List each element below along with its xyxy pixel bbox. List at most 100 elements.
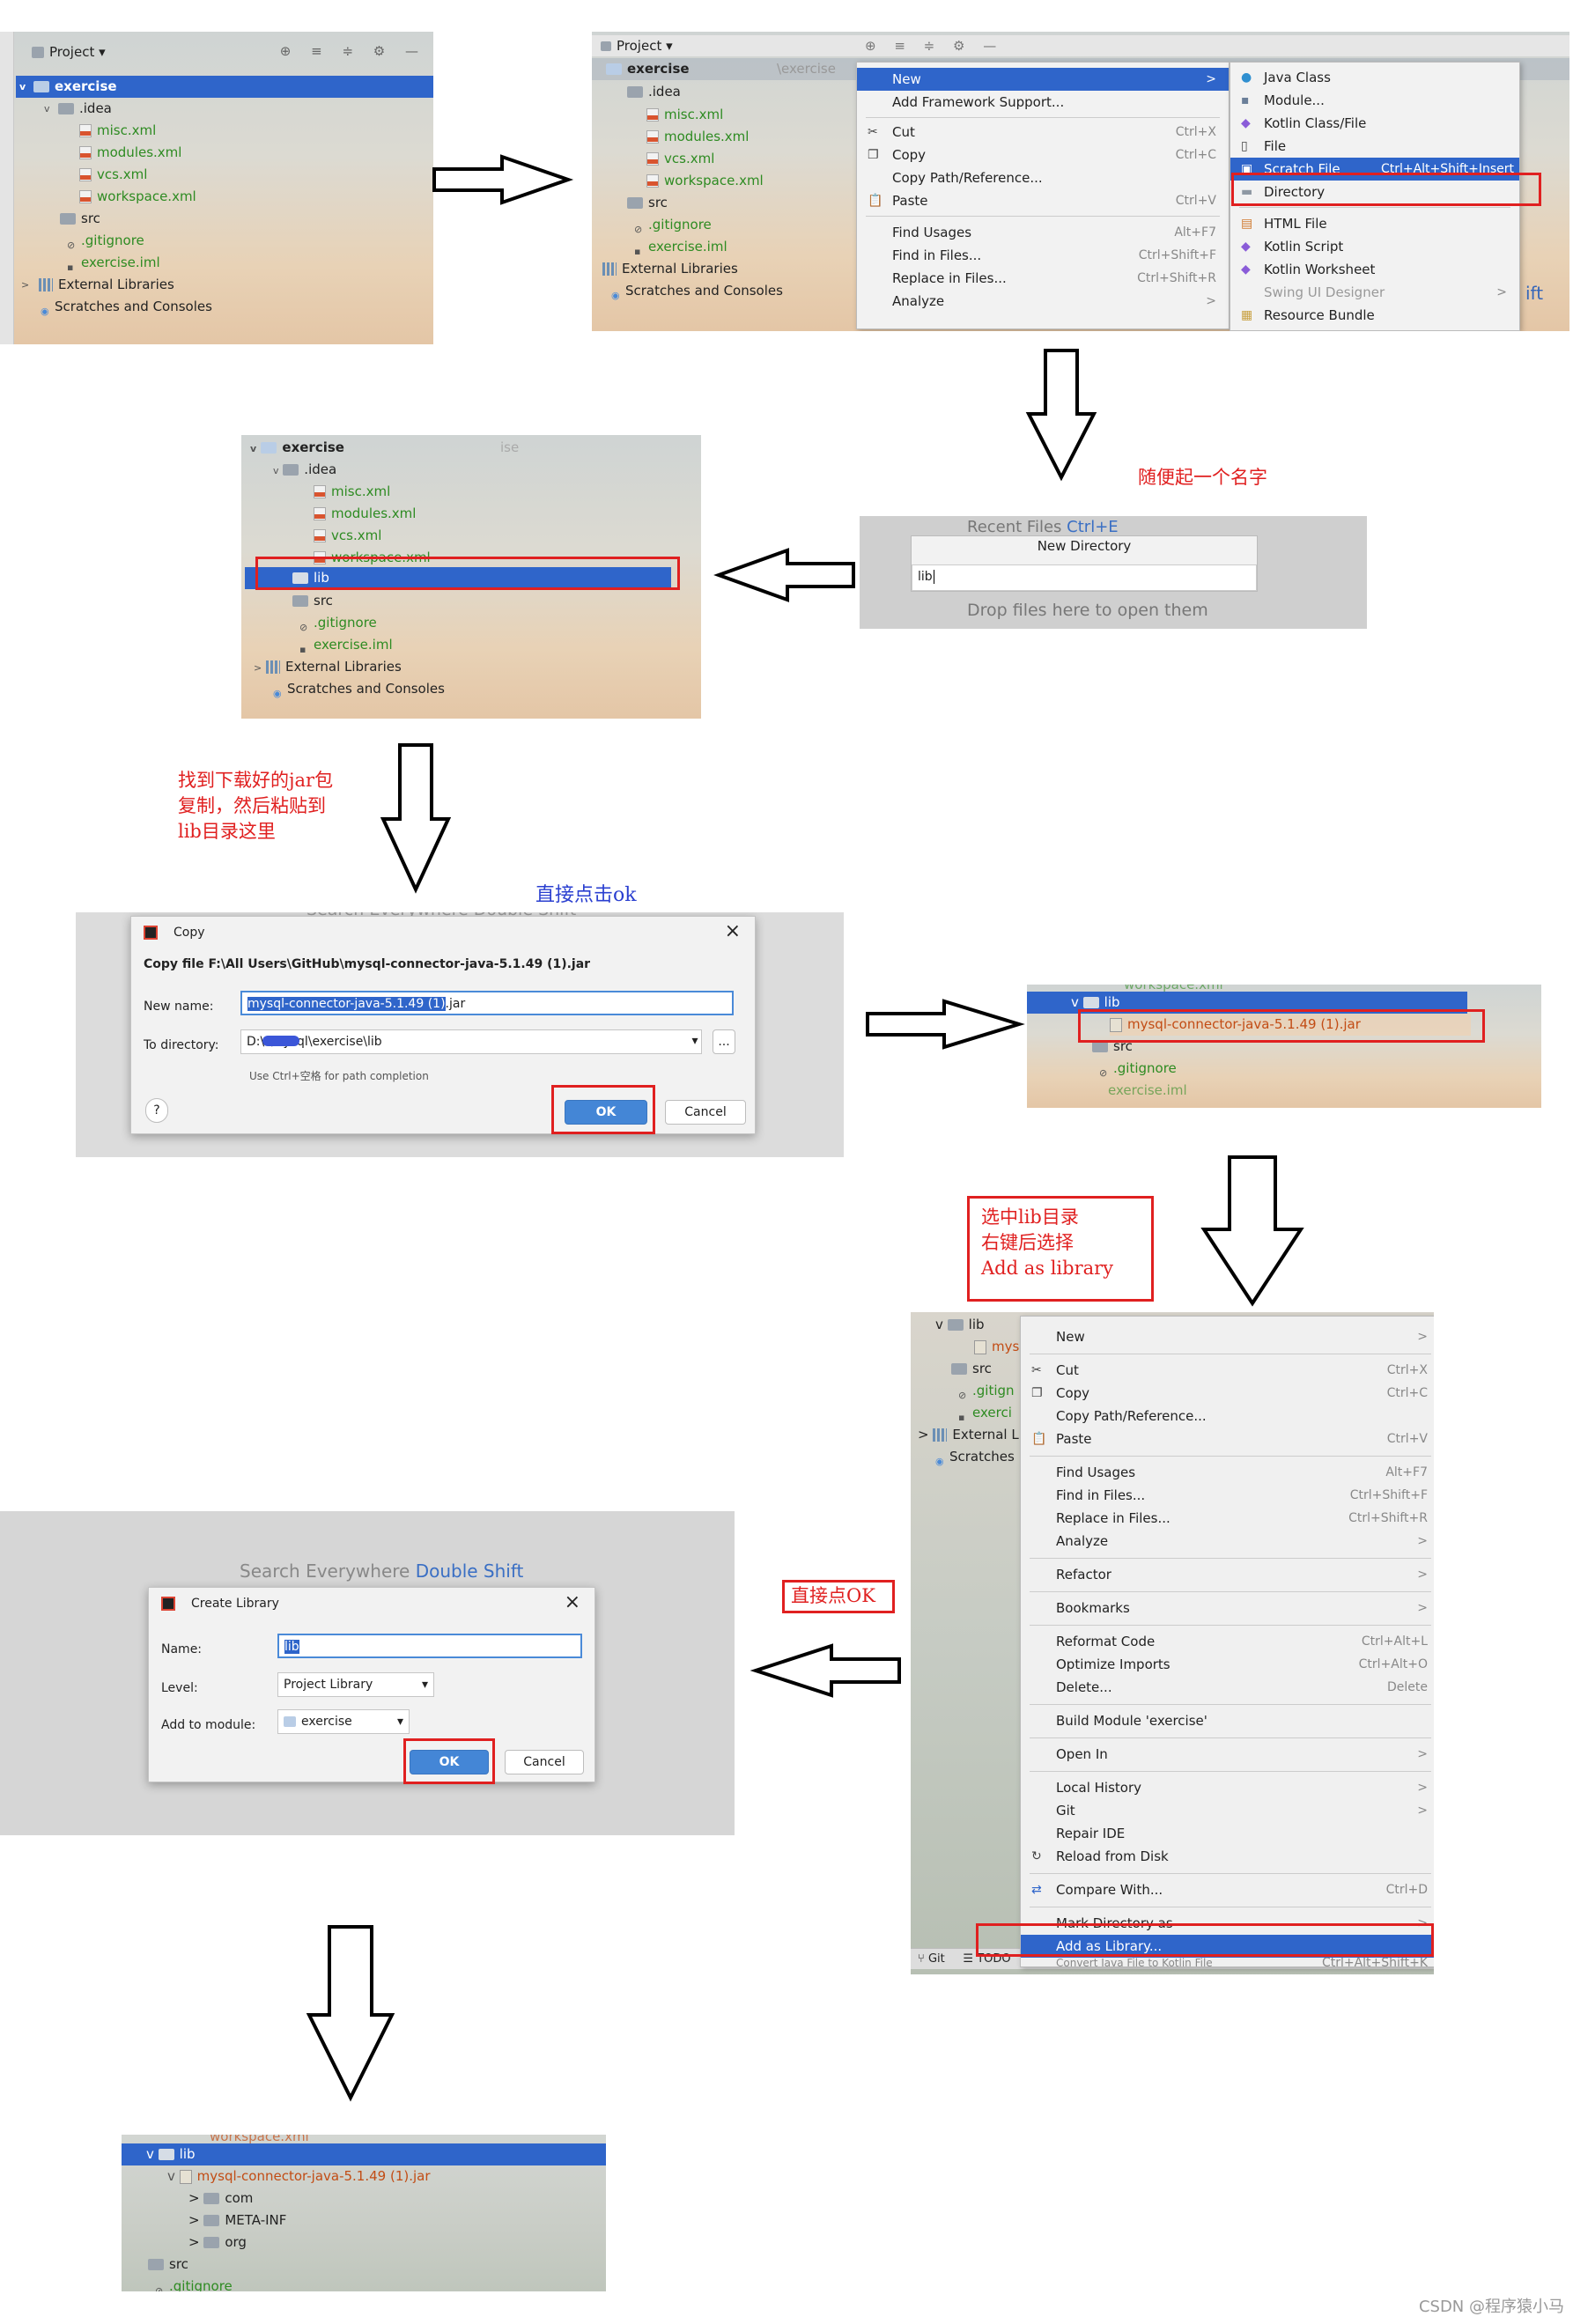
tree-item-vcs-xml[interactable]: vcs.xml <box>79 164 433 186</box>
tree-item-workspace-xml[interactable]: workspace.xml <box>79 186 433 208</box>
tree-item-gitignore[interactable]: ⊘.gitignore <box>299 612 701 634</box>
menu-item-add-framework[interactable]: Add Framework Support... <box>857 91 1229 114</box>
submenu-java-class[interactable]: ●Java Class <box>1230 66 1519 89</box>
tree-item-misc-xml[interactable]: misc.xml <box>79 120 433 142</box>
submenu-kotlin-script[interactable]: ◆Kotlin Script <box>1230 235 1519 258</box>
tree-item-lib[interactable]: v lib <box>935 1314 1434 1336</box>
tree-item-vcs-xml[interactable]: vcs.xml <box>646 148 1569 170</box>
menu-item-refactor[interactable]: Refactor> <box>1021 1563 1434 1586</box>
menu-item-open-in[interactable]: Open In> <box>1021 1743 1434 1766</box>
menu-item-new[interactable]: New> <box>857 68 1229 91</box>
module-select[interactable]: exercise▾ <box>277 1709 410 1734</box>
project-title[interactable]: Project <box>49 44 95 60</box>
tree-item-src[interactable]: src <box>627 192 1569 214</box>
menu-item-reload-from-disk[interactable]: ↻Reload from Disk <box>1021 1845 1434 1868</box>
expand-icon[interactable]: > <box>188 2190 204 2206</box>
chevron-down-icon[interactable]: ▾ <box>99 44 106 60</box>
tree-item-gitignore[interactable]: ⊘.gitignore <box>1099 1058 1541 1080</box>
tree-item-external-libraries[interactable]: > External Libraries <box>254 656 701 678</box>
expand-icon[interactable]: v <box>167 2168 180 2184</box>
tree-item-modules-xml[interactable]: modules.xml <box>314 503 701 525</box>
tree-item-lib[interactable]: lib <box>245 567 671 589</box>
cancel-button[interactable]: Cancel <box>505 1750 584 1774</box>
new-name-input[interactable]: mysql-connector-java-5.1.49 (1).jar <box>240 991 734 1015</box>
help-button[interactable]: ? <box>145 1098 168 1123</box>
tree-item-src[interactable]: src <box>951 1358 1434 1380</box>
tree-item-misc-xml[interactable]: misc.xml <box>646 104 1569 126</box>
menu-item-bookmarks[interactable]: Bookmarks> <box>1021 1597 1434 1619</box>
submenu-kotlin-worksheet[interactable]: ◆Kotlin Worksheet <box>1230 258 1519 281</box>
tree-item-misc-xml[interactable]: misc.xml <box>314 481 701 503</box>
tree-item-workspace-xml[interactable]: workspace.xml <box>646 170 1569 192</box>
tree-item-src[interactable]: src <box>292 590 701 612</box>
submenu-html-file[interactable]: ▤HTML File <box>1230 212 1519 235</box>
tree-item-scratches[interactable]: ◉Scratches and Consoles <box>611 280 1569 302</box>
menu-item-find-in-files[interactable]: Find in Files...Ctrl+Shift+F <box>857 244 1229 267</box>
menu-item-replace-in-files[interactable]: Replace in Files...Ctrl+Shift+R <box>1021 1507 1434 1530</box>
tree-item-jar[interactable]: v mysql-connector-java-5.1.49 (1).jar <box>167 2165 606 2188</box>
library-name-input[interactable]: lib <box>277 1634 582 1658</box>
expand-icon[interactable]: > <box>918 1427 934 1442</box>
tree-item-exercise-iml[interactable]: ▪exercise.iml <box>67 252 433 274</box>
tree-item-scratches[interactable]: ◉Scratches <box>935 1446 1434 1468</box>
close-icon[interactable]: × <box>724 920 741 942</box>
tree-item-gitignore[interactable]: ⊘.gitignore <box>634 214 1569 236</box>
tree-item-external-libraries[interactable]: >External Libraries <box>21 274 433 296</box>
directory-name-input[interactable]: lib <box>912 564 1257 591</box>
tree-item-exercise-iml[interactable]: exercise.iml <box>1108 1080 1541 1102</box>
menu-item-add-as-library[interactable]: Add as Library... <box>1021 1935 1434 1958</box>
menu-item-analyze[interactable]: Analyze> <box>857 290 1229 313</box>
submenu-module[interactable]: ▪Module... <box>1230 89 1519 112</box>
ok-button[interactable]: OK <box>565 1100 647 1125</box>
menu-item-git[interactable]: Git> <box>1021 1799 1434 1822</box>
project-title[interactable]: Project <box>617 38 662 54</box>
tree-item-meta-inf[interactable]: > META-INF <box>188 2210 606 2232</box>
expand-icon[interactable]: > <box>254 662 262 674</box>
tree-item-gitignore[interactable]: ⊘.gitign <box>958 1380 1434 1402</box>
tree-item-scratches[interactable]: ◉Scratches and Consoles <box>273 678 701 700</box>
tree-item-modules-xml[interactable]: modules.xml <box>646 126 1569 148</box>
menu-item-repair-ide[interactable]: Repair IDE <box>1021 1822 1434 1845</box>
tree-item-modules-xml[interactable]: modules.xml <box>79 142 433 164</box>
expand-icon[interactable]: v <box>250 443 257 454</box>
menu-item-local-history[interactable]: Local History> <box>1021 1776 1434 1799</box>
menu-item-compare-with[interactable]: ⇄Compare With...Ctrl+D <box>1021 1878 1434 1901</box>
tree-item-idea[interactable]: .idea <box>627 81 1569 103</box>
tree-item-workspace-xml[interactable]: workspace.xml <box>210 2135 606 2148</box>
tree-item-external-libraries[interactable]: External Libraries <box>602 258 1569 280</box>
expand-icon[interactable]: v <box>146 2146 159 2162</box>
menu-item-replace-in-files[interactable]: Replace in Files...Ctrl+Shift+R <box>857 267 1229 290</box>
ok-button[interactable]: OK <box>410 1750 489 1774</box>
side-tool-strip[interactable] <box>0 32 14 344</box>
submenu-swing-ui[interactable]: Swing UI Designer> <box>1230 281 1519 304</box>
tree-item-gitignore[interactable]: ⊘.gitignore <box>67 230 433 252</box>
tree-item-exercise-iml[interactable]: ▪exercise.iml <box>299 634 701 656</box>
dropdown-arrow-icon[interactable]: ▾ <box>691 1034 698 1048</box>
chevron-down-icon[interactable]: ▾ <box>666 38 673 54</box>
browse-button[interactable]: ... <box>713 1029 735 1054</box>
tree-item-workspace-xml[interactable]: workspace.xml <box>1124 985 1541 996</box>
submenu-directory[interactable]: ▬Directory <box>1230 181 1519 203</box>
tree-item-gitignore[interactable]: ⊘.gitignore <box>155 2276 606 2291</box>
menu-item-find-in-files[interactable]: Find in Files...Ctrl+Shift+F <box>1021 1484 1434 1507</box>
tree-item-lib[interactable]: v lib <box>122 2143 606 2165</box>
expand-icon[interactable]: v <box>935 1317 948 1332</box>
menu-item-delete[interactable]: Delete...Delete <box>1021 1676 1434 1699</box>
tree-item-exercise-iml[interactable]: ▪exercise.iml <box>634 236 1569 258</box>
tree-item-com[interactable]: > com <box>188 2188 606 2210</box>
git-tool-tab[interactable]: ⑂ Git <box>918 1952 945 1966</box>
submenu-file[interactable]: ▯File <box>1230 135 1519 158</box>
menu-item-copy-path[interactable]: Copy Path/Reference... <box>857 166 1229 189</box>
submenu-kotlin-class[interactable]: ◆Kotlin Class/File <box>1230 112 1519 135</box>
